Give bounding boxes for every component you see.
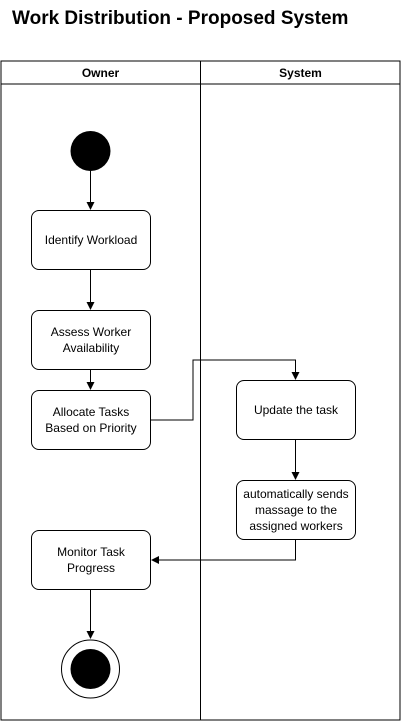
arrow-allocate-to-update bbox=[151, 359, 300, 421]
lane-header-owner: Owner bbox=[81, 65, 120, 80]
diagram-title: Work Distribution - Proposed System bbox=[12, 8, 349, 29]
monitor-progress-node: Monitor Task Progress bbox=[31, 530, 151, 590]
lane-header-system: System bbox=[279, 65, 322, 80]
allocate-tasks-node: Allocate Tasks Based on Priority bbox=[31, 390, 151, 450]
start-node bbox=[70, 131, 111, 171]
arrow-sends-to-monitor bbox=[151, 540, 296, 564]
identify-workload-node: Identify Workload bbox=[31, 210, 151, 270]
assess-availability-node: Assess Worker Availability bbox=[31, 310, 151, 370]
end-node-inner bbox=[70, 649, 111, 689]
sends-message-node: automatically sends massage to the assig… bbox=[236, 480, 356, 540]
update-task-node: Update the task bbox=[236, 380, 356, 440]
